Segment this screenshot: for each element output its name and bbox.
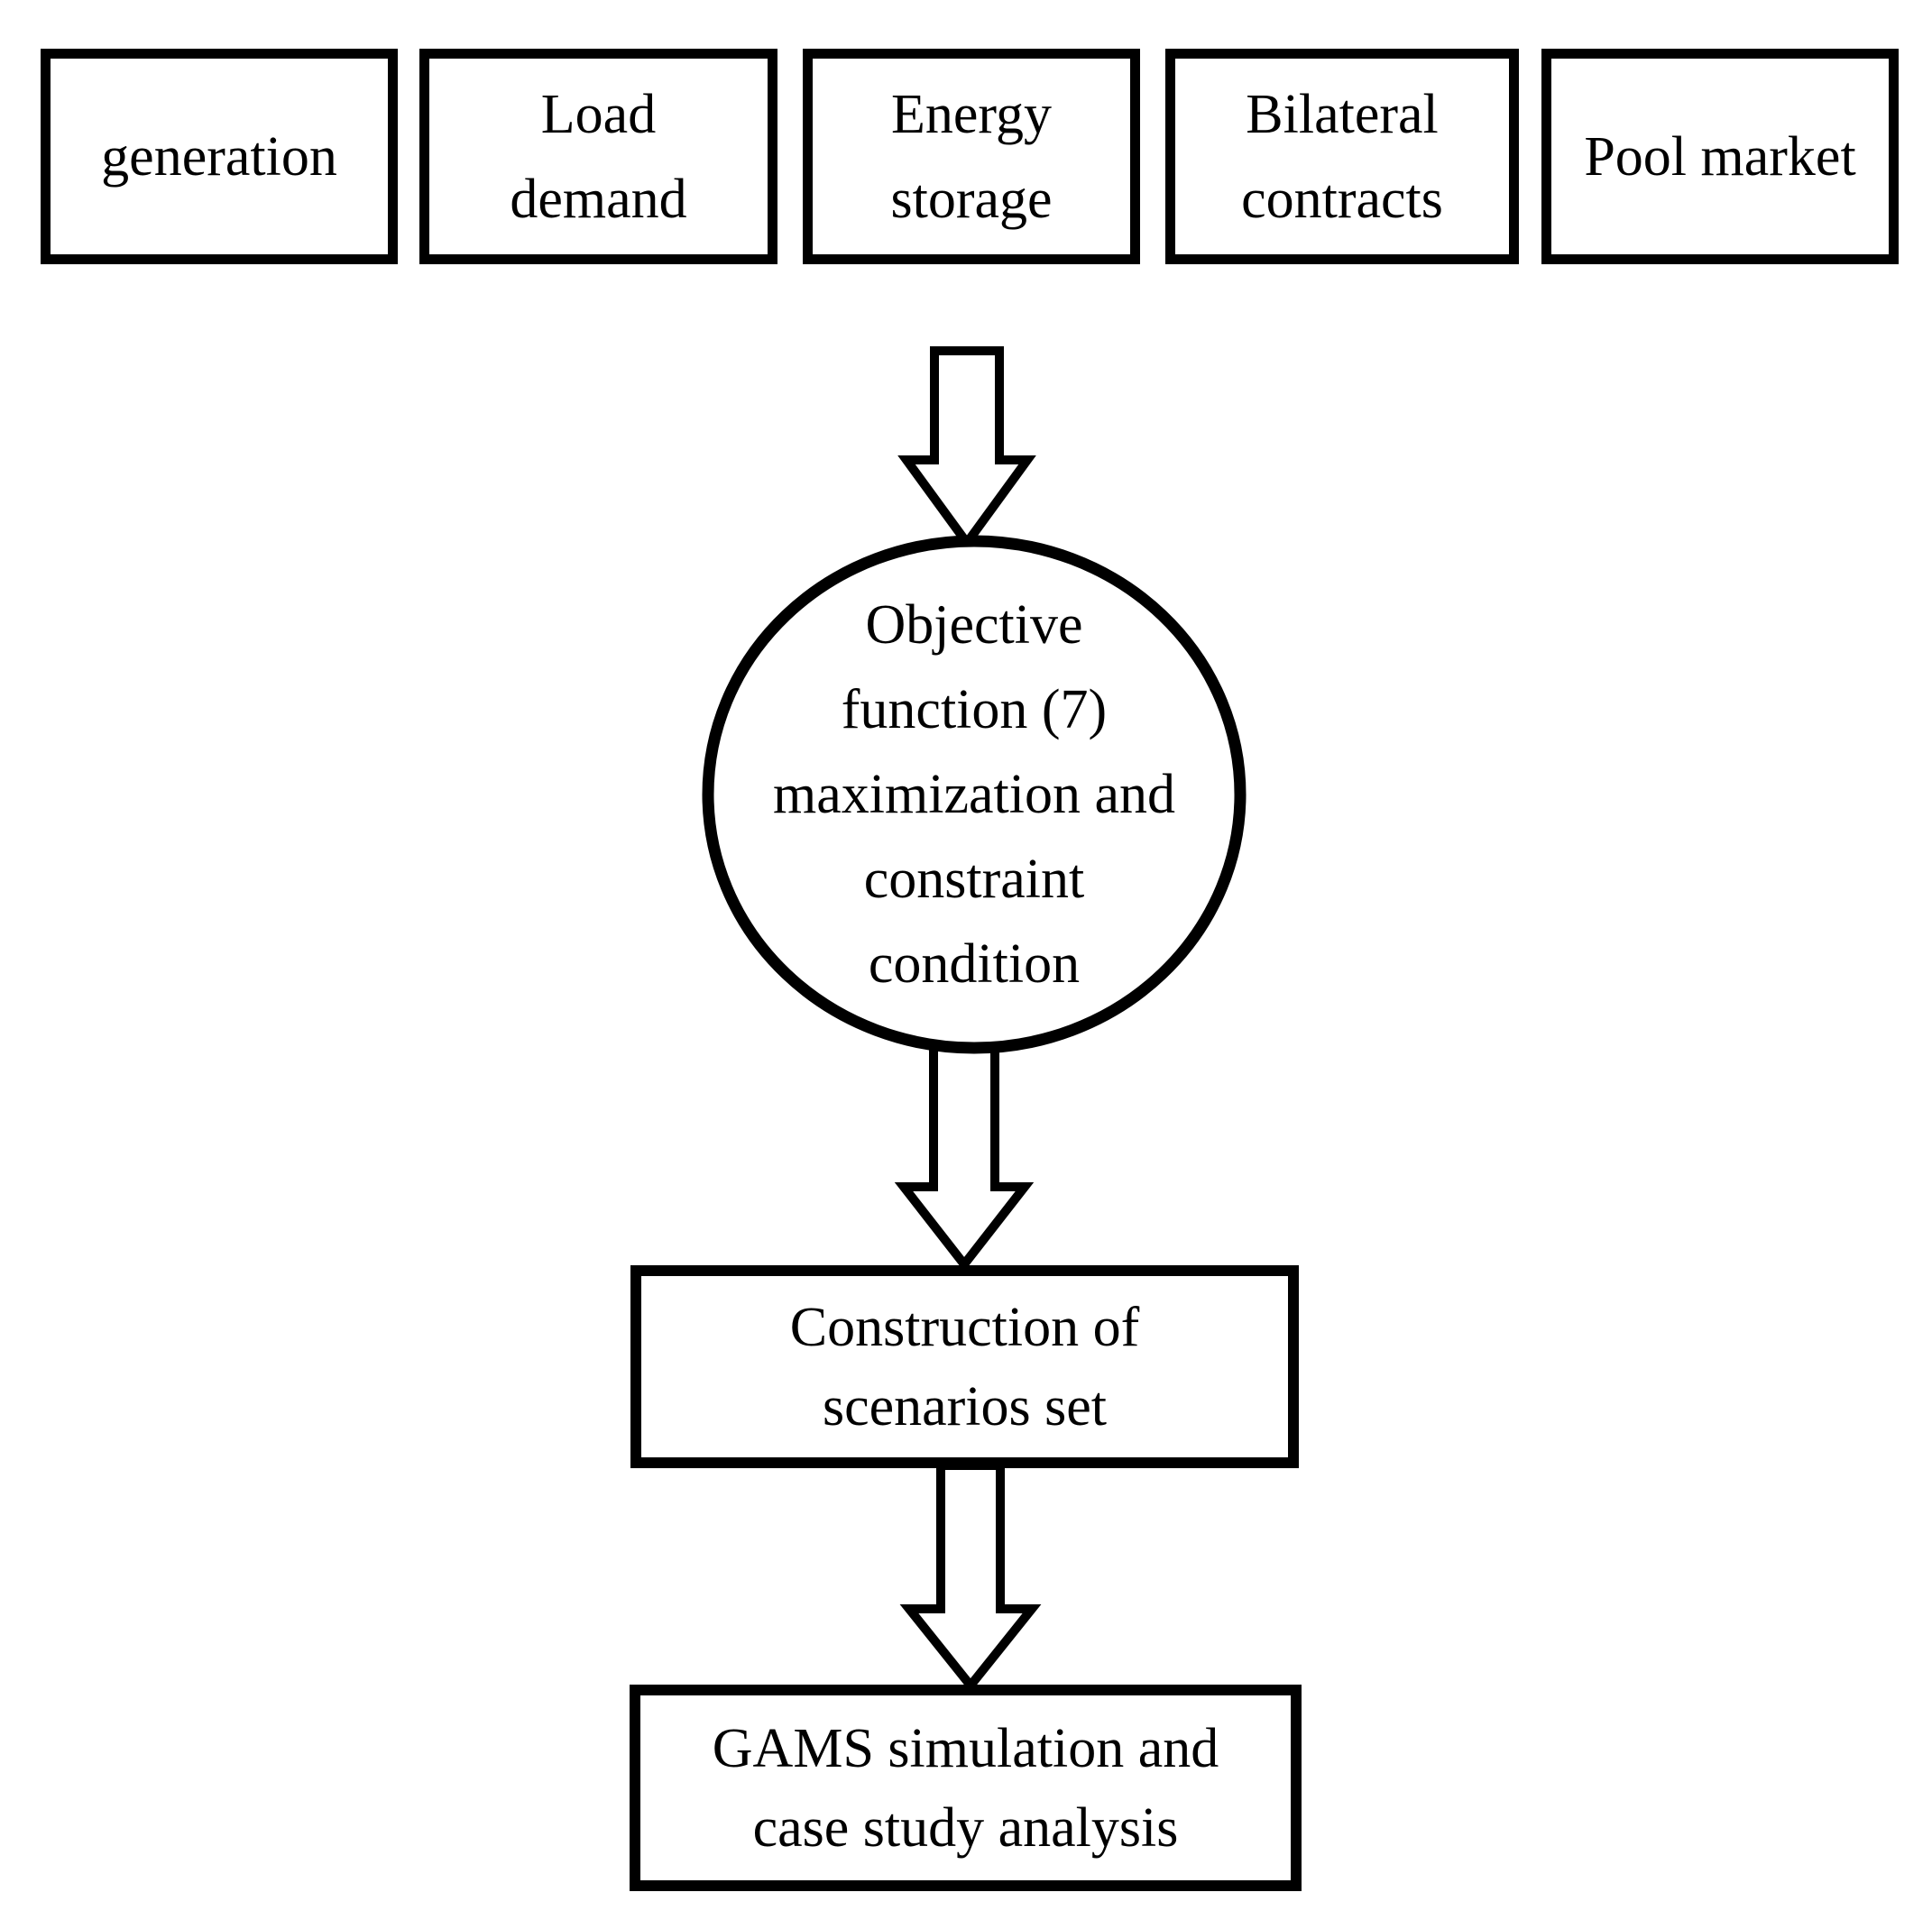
node-pool-market-label: Pool market [1584,125,1856,188]
node-bilateral-contracts-label-line2: contracts [1241,168,1443,230]
node-load-demand-label-line2: demand [510,168,687,230]
gams-label-line1: GAMS simulation and [712,1717,1219,1779]
arrow-down-objective-to-scenarios-icon [894,1031,1035,1272]
scenarios-label-line1: Construction of [789,1296,1140,1358]
node-construction-of-scenarios-set: Construction of scenarios set [630,1265,1299,1468]
node-pool-market: Pool market [1541,49,1899,264]
node-generation: generation [41,49,398,264]
gams-label-line2: case study analysis [752,1796,1179,1859]
node-energy-storage-label-line2: storage [890,168,1053,230]
node-bilateral-contracts-label-line1: Bilateral [1246,83,1439,145]
objective-label-line3: maximization and [773,764,1175,825]
node-bilateral-contracts: Bilateral contracts [1165,49,1519,264]
node-generation-label: generation [101,125,337,188]
objective-label-line1: Objective [865,594,1083,656]
node-energy-storage-label-line1: Energy [891,83,1052,145]
node-load-demand-label-line1: Load [540,83,657,145]
objective-function-circle [702,535,1247,1054]
objective-label-line2: function (7) [841,679,1108,740]
node-gams-simulation: GAMS simulation and case study analysis [630,1685,1302,1891]
node-load-demand: Load demand [419,49,777,264]
arrow-down-inputs-to-objective-icon [897,346,1036,551]
arrow-down-scenarios-to-gams-icon [899,1461,1042,1694]
node-objective-function: Objective function (7) maximization and … [708,541,1240,1048]
objective-label-line5: condition [868,933,1081,995]
scenarios-label-line2: scenarios set [822,1375,1108,1438]
node-energy-storage: Energy storage [803,49,1140,264]
objective-label-line4: constraint [863,849,1085,910]
